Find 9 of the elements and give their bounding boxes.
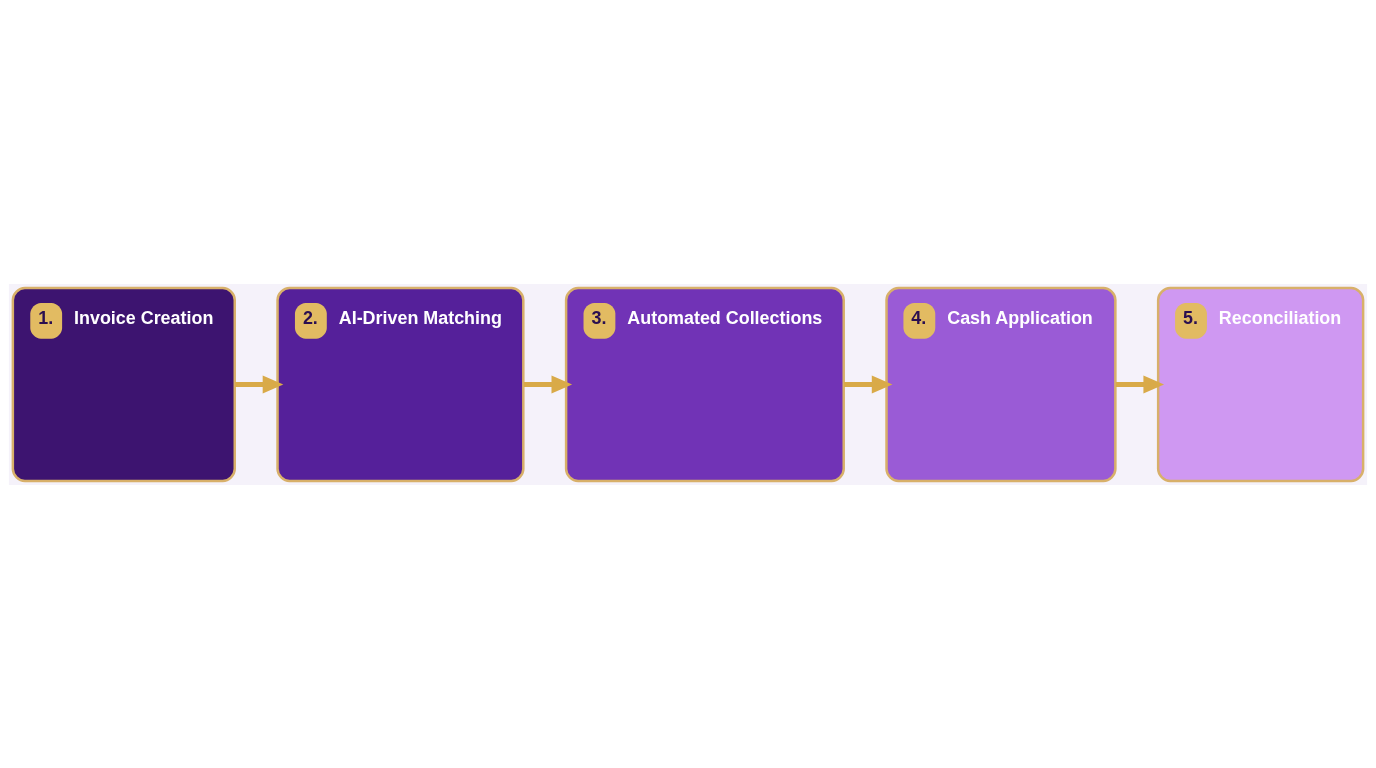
node-box: 5. Reconciliation bbox=[1156, 286, 1365, 482]
node-box: 4. Cash Application bbox=[885, 286, 1117, 482]
arrow bbox=[234, 374, 284, 394]
node-box: 2. AI-Driven Matching bbox=[276, 286, 525, 482]
node-box: 3. Automated Collections bbox=[564, 286, 845, 482]
node-box: 1. Invoice Creation bbox=[11, 286, 236, 482]
arrow bbox=[523, 374, 573, 394]
arrow bbox=[1115, 374, 1165, 394]
arrow bbox=[843, 374, 893, 394]
